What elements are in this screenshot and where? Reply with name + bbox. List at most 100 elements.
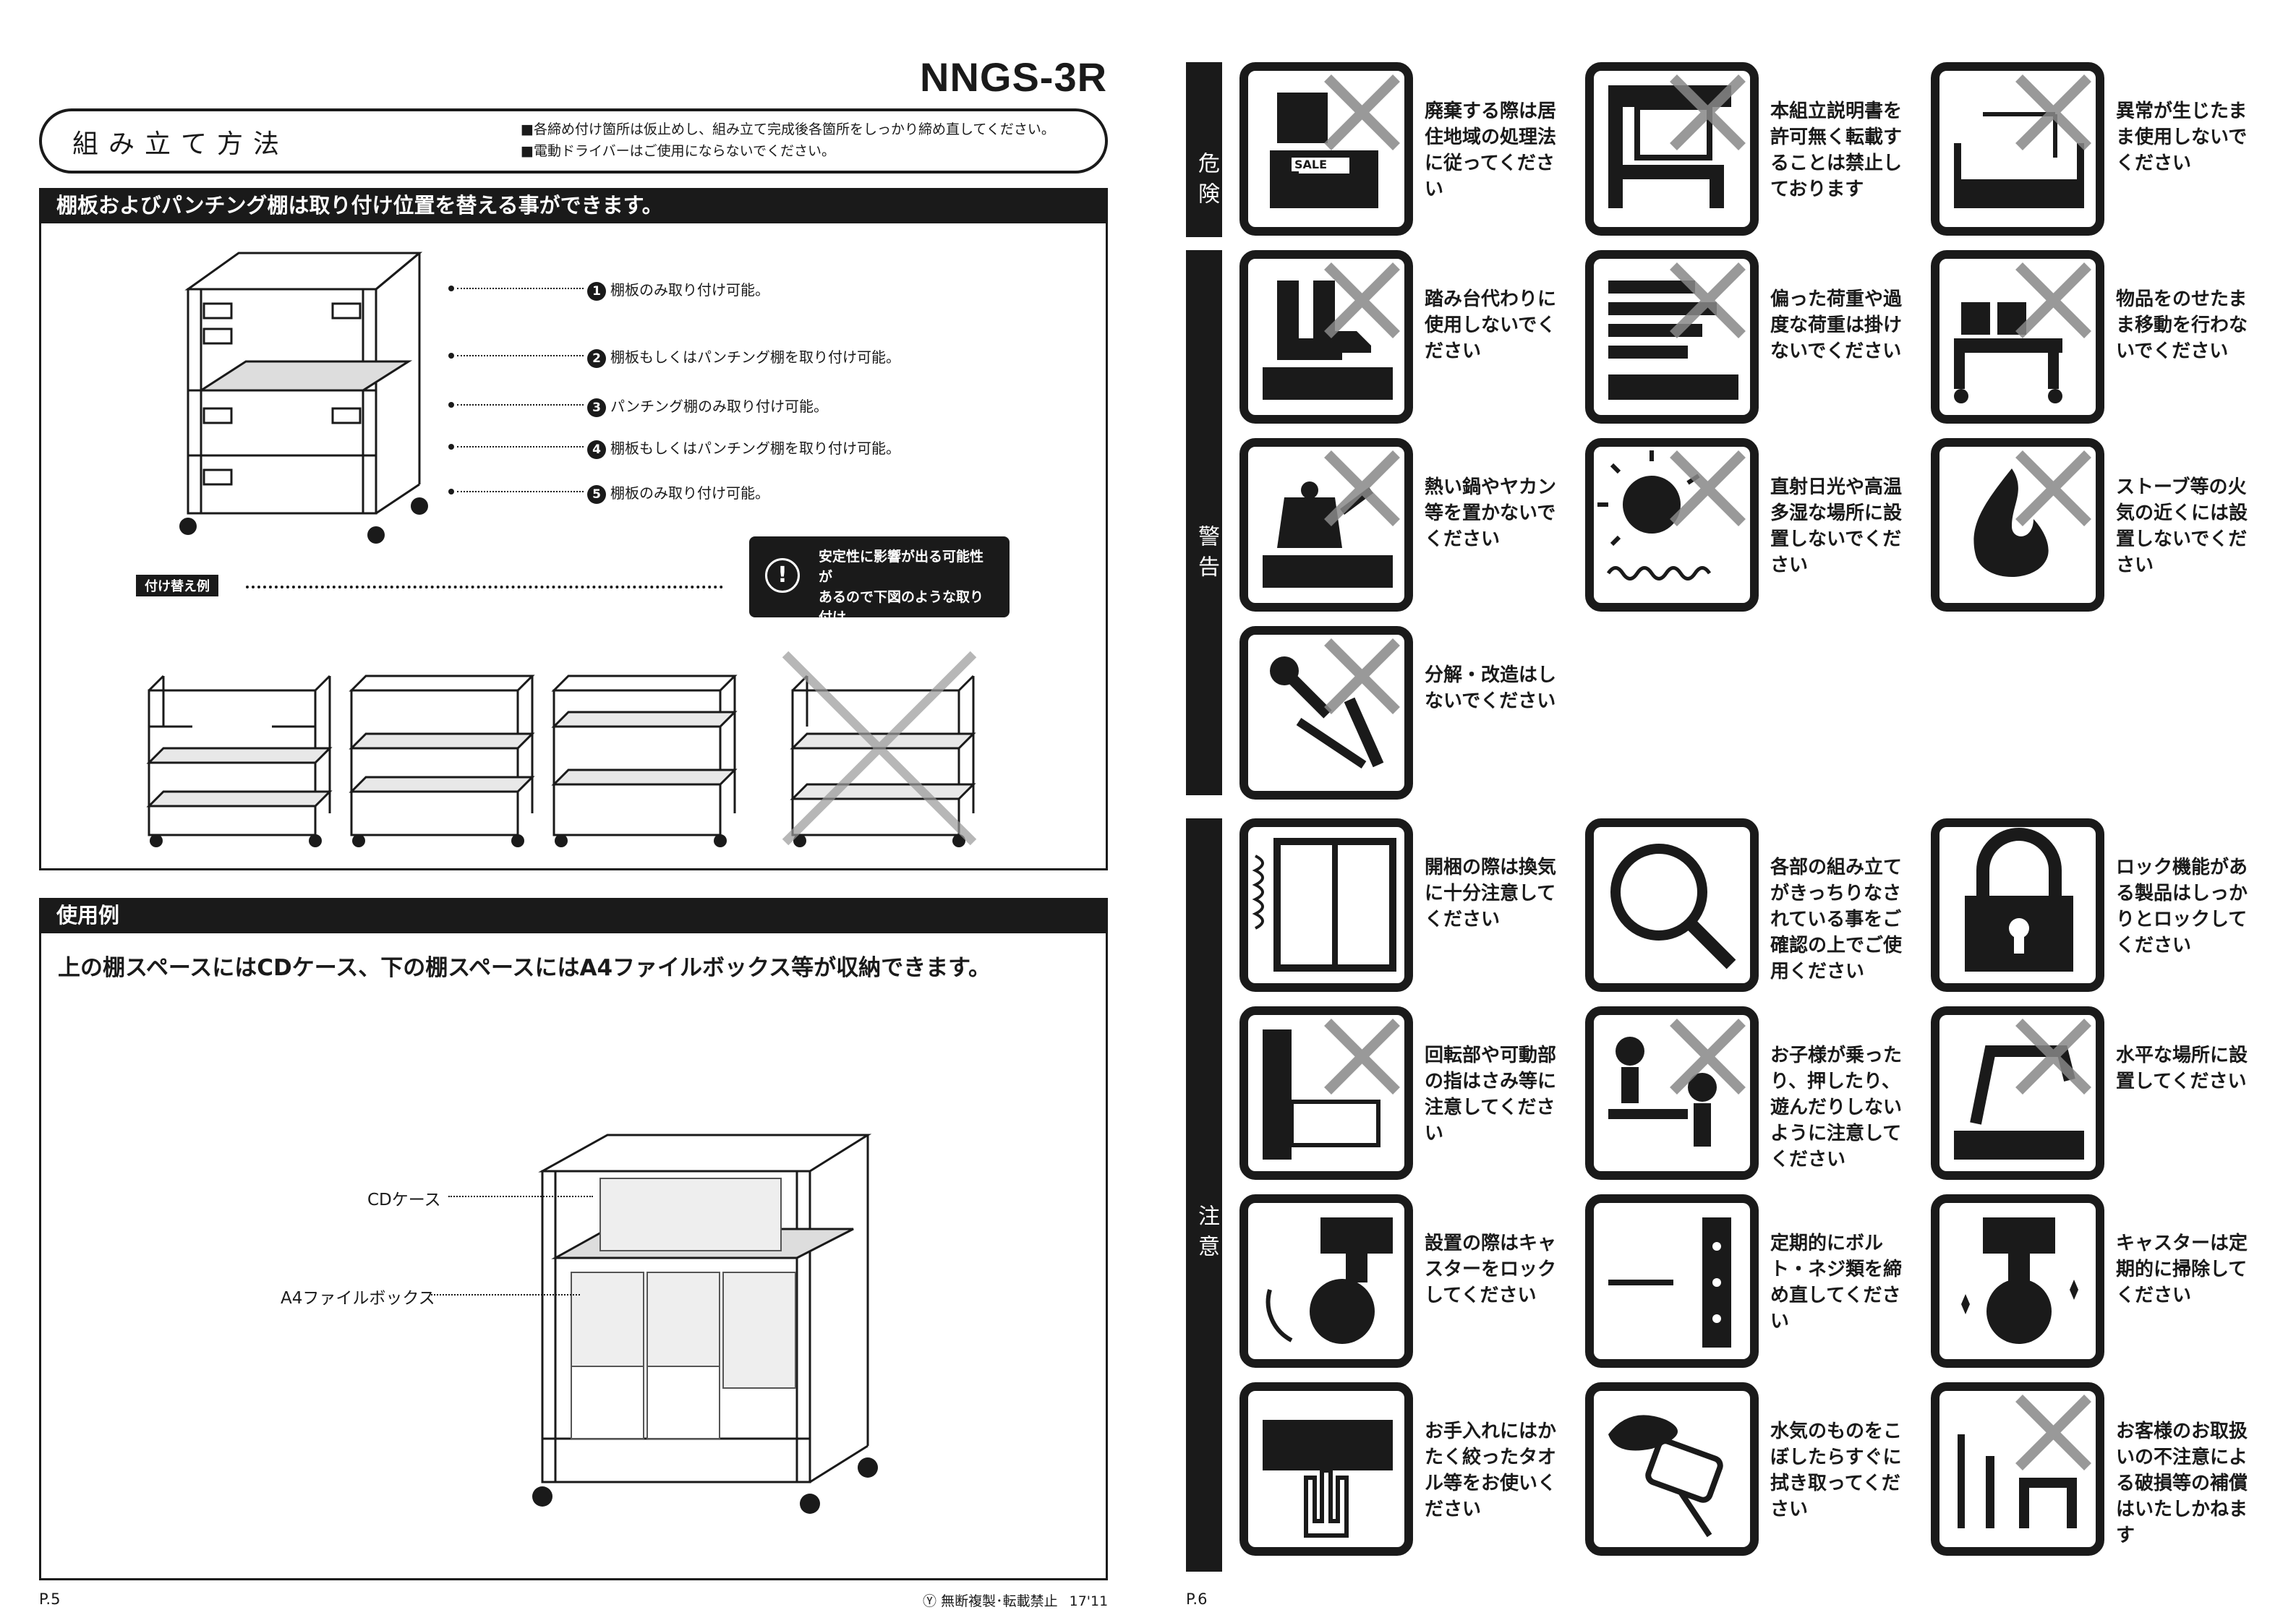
a4-box-leader [431, 1294, 580, 1296]
sunlight-icon [1585, 438, 1759, 612]
safety-caption: 本組立説明書を許可無く転載することは禁止しております [1770, 100, 1903, 200]
callout-number: 5 [587, 484, 606, 504]
cd-case-label: CDケース [367, 1186, 441, 1210]
safety-caption: お手入れにはかたく絞ったタオル等をお使いください [1425, 1421, 1557, 1520]
cd-case-text: CDケース [367, 1191, 441, 1209]
prohibited-cross-icon [782, 651, 977, 846]
safety-caption: 偏った荷重や過度な荷重は掛けないでください [1770, 288, 1903, 362]
callout-number: 3 [587, 398, 606, 417]
child-icon [1585, 1006, 1759, 1180]
usage-cart-diagram [532, 1134, 878, 1514]
copyright-text: 無断複製･転載禁止 [941, 1593, 1058, 1609]
a4-box-text: A4ファイルボックス [281, 1289, 435, 1308]
uneven-load-icon [1585, 250, 1759, 424]
stability-warning: ! 安定性に影響が出る可能性が あるので下図のような取り付け 方はしないでくださ… [749, 536, 1010, 646]
usage-section-title: 使用例 [39, 898, 1108, 933]
sale-sign: SALE [1292, 158, 1331, 171]
callout-text: 棚板もしくはパンチング棚を取り付け可能。 [610, 440, 900, 457]
shelf-section-title: 棚板およびパンチング棚は取り付け位置を替える事ができます。 [39, 188, 1108, 223]
finger-pinch-icon [1239, 1006, 1413, 1180]
magnifier-icon [1585, 818, 1759, 992]
assembly-note: ■各締め付け箇所は仮止めし、組み立て完成後各箇所をしっかり締め直してください。 [521, 121, 1055, 137]
prohibited-cross-icon [2015, 450, 2091, 526]
assembly-note: ■電動ドライバーはご使用にならないでください。 [521, 143, 836, 159]
prohibited-cross-icon [1670, 1019, 1746, 1095]
prohibited-cross-icon [2015, 74, 2091, 150]
damage-disclaimer-icon [1931, 1382, 2104, 1556]
disposal-icon: SALE [1239, 62, 1413, 236]
callout-number: 4 [587, 440, 606, 459]
no-disassembly-icon [1239, 626, 1413, 800]
prohibited-cross-icon [1670, 74, 1746, 150]
example-divider [246, 586, 723, 588]
callout-text: 棚板のみ取り付け可能。 [610, 484, 769, 502]
edition-text: 17'11 [1069, 1593, 1109, 1609]
prohibited-cross-icon [1324, 74, 1400, 150]
exclamation-circle-icon: ! [765, 558, 800, 593]
safety-caption: お客様のお取扱いの不注意による破損等の補償はいたしかねます [2116, 1421, 2248, 1546]
cart-diagram [179, 252, 428, 544]
category-danger: 危険 [1186, 62, 1222, 237]
safety-caption: 分解・改造はしないでください [1425, 664, 1557, 712]
assembly-notes: ■各締め付け箇所は仮止めし、組み立て完成後各箇所をしっかり締め直してください。 … [521, 119, 1055, 162]
prohibited-cross-icon [2015, 1019, 2091, 1095]
safety-caption: 廃棄する際は居住地域の処理法に従ってください [1425, 100, 1557, 200]
a4-box-label: A4ファイルボックス [281, 1284, 435, 1309]
usage-lead-text: 上の棚スペースにはCDケース、下の棚スペースにはA4ファイルボックス等が収納でき… [58, 955, 991, 981]
assembly-title: 組み立て方法 [72, 129, 290, 159]
prohibited-cross-icon [1324, 638, 1400, 714]
callout-number: 1 [587, 281, 606, 301]
prohibited-cross-icon [1324, 262, 1400, 338]
abnormal-use-icon [1931, 62, 2104, 236]
hot-kettle-icon [1239, 438, 1413, 612]
warning-line: 方はしないでください。 [819, 630, 970, 646]
safety-caption: 水気のものをこぼしたらすぐに拭き取ってください [1770, 1421, 1903, 1520]
prohibited-cross-icon [1670, 450, 1746, 526]
category-warning: 警告 [1186, 250, 1222, 795]
callout-text: パンチング棚のみ取り付け可能。 [610, 398, 828, 415]
no-move-loaded-icon [1931, 250, 2104, 424]
wipe-water-icon [1585, 1382, 1759, 1556]
safety-caption: お子様が乗ったり、押したり、遊んだりしないように注意してください [1770, 1045, 1903, 1170]
prohibited-cross-icon [1670, 262, 1746, 338]
level-place-icon [1931, 1006, 2104, 1180]
prohibited-cross-icon [2015, 1395, 2091, 1470]
bolt-tighten-icon [1585, 1194, 1759, 1368]
usage-section-frame [39, 931, 1108, 1580]
example-label: 付け替え例 [136, 575, 218, 596]
prohibited-cross-icon [1324, 450, 1400, 526]
safety-caption: 各部の組み立てがきっちりなされている事をご確認の上でご使用ください [1770, 857, 1903, 982]
page-number-left: P.5 [39, 1590, 61, 1608]
safety-caption: 熱い鍋やヤカン等を置かないでください [1425, 476, 1557, 550]
no-step-icon [1239, 250, 1413, 424]
callout-text: 棚板のみ取り付け可能。 [610, 281, 769, 299]
caster-lock-icon [1239, 1194, 1413, 1368]
safety-caption: 物品をのせたまま移動を行わないでください [2116, 288, 2248, 362]
prohibited-cross-icon [1324, 1019, 1400, 1095]
safety-caption: 異常が生じたまま使用しないでください [2116, 100, 2248, 174]
lock-icon [1931, 818, 2104, 992]
model-number: NNGS-3R [920, 54, 1108, 100]
configuration-examples [146, 651, 977, 847]
towel-icon [1239, 1382, 1413, 1556]
safety-caption: 踏み台代わりに使用しないでください [1425, 288, 1557, 362]
safety-caption: 回転部や可動部の指はさみ等に注意してください [1425, 1045, 1557, 1144]
safety-caption: ストーブ等の火気の近くには設置しないでください [2116, 476, 2248, 576]
assembly-header [39, 108, 1108, 174]
callout-text: 棚板もしくはパンチング棚を取り付け可能。 [610, 348, 900, 366]
safety-caption: ロック機能がある製品はしっかりとロックしてください [2116, 857, 2248, 956]
callout-number: 2 [587, 348, 606, 368]
category-caution: 注意 [1186, 818, 1222, 1572]
safety-caption: 水平な場所に設置してください [2116, 1045, 2248, 1092]
safety-caption: 定期的にボルト・ネジ類を締め直してください [1770, 1233, 1903, 1332]
fire-icon [1931, 438, 2104, 612]
copyright-mark: Ⓨ [923, 1593, 937, 1609]
manual-copy-icon [1585, 62, 1759, 236]
page-number-right: P.6 [1186, 1590, 1208, 1608]
safety-caption: 直射日光や高温多湿な場所に設置しないでください [1770, 476, 1903, 576]
